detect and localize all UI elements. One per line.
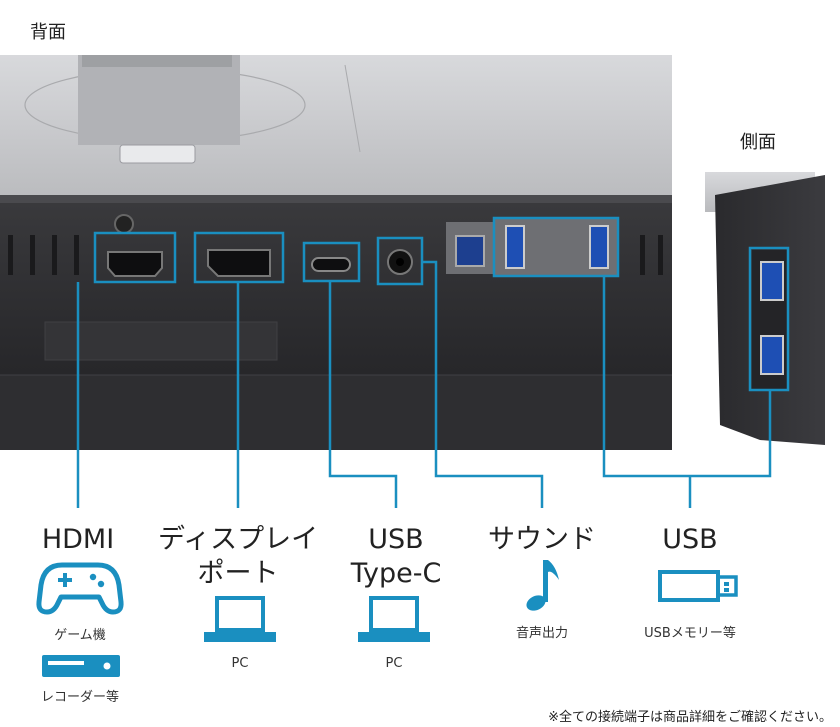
usb-a-port (589, 225, 609, 269)
side-view-title: 側面 (740, 132, 776, 153)
usb-c-port (311, 257, 351, 272)
recorder-icon (42, 655, 120, 677)
usb-c-label: USB Type-C (350, 524, 442, 589)
displayport-caption: PC (231, 656, 249, 671)
usb-back-highlight (492, 216, 620, 278)
usb-leader (602, 276, 772, 478)
hdmi-caption-recorder: レコーダー等 (40, 690, 119, 705)
hdmi-highlight (93, 231, 177, 284)
laptop-icon (204, 596, 276, 642)
displayport-port (207, 249, 271, 277)
usb-stick-icon (658, 570, 738, 602)
audio-leader (422, 260, 544, 508)
usb-label: USB (662, 524, 718, 555)
hdmi-caption-game: ゲーム機 (54, 628, 106, 643)
hdmi-label: HDMI (41, 524, 115, 555)
back-view-title: 背面 (30, 22, 66, 43)
hdmi-port (107, 251, 163, 277)
gamepad-icon (36, 562, 124, 615)
laptop-icon (358, 596, 430, 642)
usb-c-caption: PC (385, 656, 403, 671)
sound-label: サウンド (488, 524, 596, 555)
usb-c-leader (328, 281, 398, 508)
stand-mount (78, 55, 240, 145)
usb-c-highlight (302, 241, 361, 283)
music-note-icon (526, 560, 559, 611)
usb-a-side-port (760, 335, 784, 375)
kensington-lock (114, 214, 134, 234)
usb-b-port (455, 235, 485, 267)
usb-a-side-port (760, 261, 784, 301)
usb-caption: USBメモリー等 (644, 626, 736, 641)
usb-a-port (505, 225, 525, 269)
sound-caption: 音声出力 (515, 626, 568, 641)
displayport-label: ディスプレイ ポート (158, 524, 319, 589)
footnote: ※全ての接続端子は商品詳細をご確認ください。 (548, 710, 832, 725)
